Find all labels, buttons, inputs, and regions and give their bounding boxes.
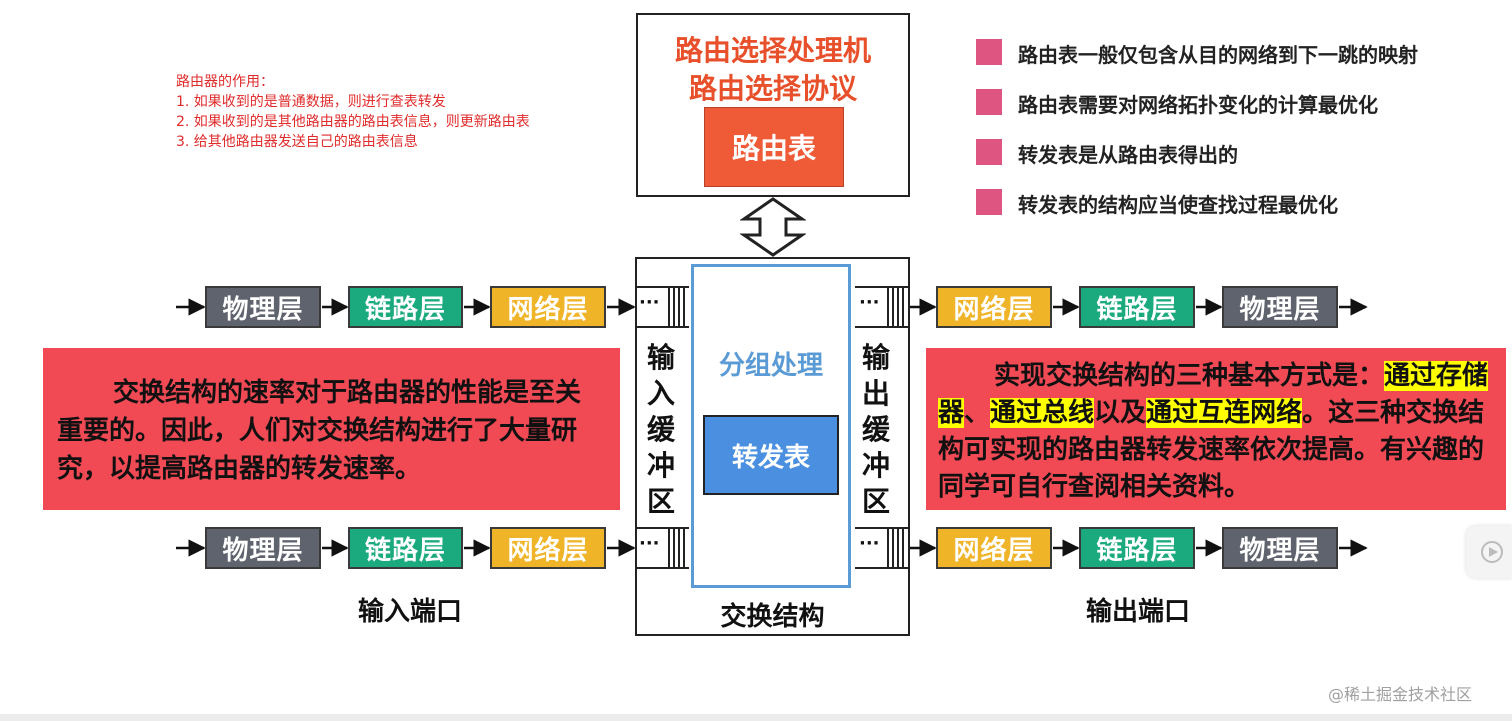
packet-processing-box: 分组处理 转发表 — [691, 264, 851, 588]
callout-text: 交换结构的速率对于路由器的性能是至关重要的。因此，人们对交换结构进行了大量研究，… — [57, 378, 582, 484]
packet-processing-label: 分组处理 — [718, 351, 823, 381]
router-functions-heading: 路由器的作用： — [176, 74, 274, 90]
output-link-layer-bottom: 链路层 — [1079, 527, 1195, 569]
queue-dots: ··· — [859, 533, 880, 554]
note-item: 路由表需要对网络拓扑变化的计算最优化 — [976, 86, 1476, 117]
input-network-layer-bottom: 网络层 — [490, 527, 606, 569]
callout-sep: 以及 — [1094, 398, 1147, 428]
queue-slots — [668, 288, 685, 326]
routing-processor-title: 路由选择处理机 — [674, 34, 871, 67]
queue-dots: ··· — [859, 292, 880, 313]
queue-slots — [668, 529, 685, 567]
input-buffer-queue-top: ··· — [637, 286, 689, 328]
bottom-strip — [0, 714, 1512, 721]
input-physical-layer-bottom: 物理层 — [205, 527, 321, 569]
callout-intro: 实现交换结构的三种基本方式是： — [994, 361, 1385, 391]
method-interconnect: 通过互连网络 — [1146, 398, 1303, 428]
input-port-label: 输入端口 — [357, 597, 462, 627]
output-buffer-queue-bottom: ··· — [855, 527, 908, 569]
input-network-layer-top: 网络层 — [490, 286, 606, 328]
router-functions: 路由器的作用： 1. 如果收到的是普通数据，则进行查表转发 2. 如果收到的是其… — [176, 72, 530, 152]
queue-dots: ··· — [639, 292, 660, 313]
output-physical-layer-top: 物理层 — [1222, 286, 1338, 328]
note-item: 转发表的结构应当使查找过程最优化 — [976, 186, 1476, 217]
router-function-item: 1. 如果收到的是普通数据，则进行查表转发 — [176, 94, 446, 110]
input-physical-layer-top: 物理层 — [205, 286, 321, 328]
routing-protocol-title: 路由选择协议 — [688, 72, 857, 105]
input-link-layer-bottom: 链路层 — [348, 527, 463, 569]
queue-slots — [887, 529, 904, 567]
queue-slots — [887, 288, 904, 326]
input-buffer-label: 输 入 缓 冲 区 — [646, 341, 675, 518]
output-port-label: 输出端口 — [1085, 597, 1190, 627]
output-link-layer-top: 链路层 — [1079, 286, 1195, 328]
method-bus: 通过总线 — [990, 398, 1095, 428]
note-bullet-icon — [976, 139, 1002, 165]
callout-rest: 。这三种交换结构可实现的路由器转发速率依次提高。有兴趣的同学可自行查阅相关资料。 — [938, 398, 1485, 502]
queue-dots: ··· — [639, 533, 660, 554]
play-icon — [1481, 541, 1503, 563]
output-buffer-label: 输 出 缓 冲 区 — [861, 341, 890, 518]
note-text: 路由表一般仅包含从目的网络到下一跳的映射 — [1018, 43, 1418, 67]
routing-processor-box: 路由选择处理机 路由选择协议 路由表 — [636, 13, 910, 197]
output-network-layer-bottom: 网络层 — [936, 527, 1052, 569]
note-bullet-icon — [976, 39, 1002, 65]
watermark: @稀土掘金技术社区 — [1328, 685, 1473, 704]
callout-sep: 、 — [964, 398, 991, 428]
callout-text: 实现交换结构的三种基本方式是：通过存储器、通过总线以及通过互连网络。这三种交换结… — [938, 358, 1498, 506]
router-function-item: 2. 如果收到的是其他路由器的路由表信息，则更新路由表 — [176, 114, 530, 130]
switch-fabric-label: 交换结构 — [720, 602, 825, 632]
bidirectional-arrow — [740, 197, 806, 257]
input-link-layer-top: 链路层 — [348, 286, 463, 328]
note-text: 转发表是从路由表得出的 — [1018, 143, 1238, 167]
note-text: 路由表需要对网络拓扑变化的计算最优化 — [1018, 93, 1378, 117]
output-buffer-queue-top: ··· — [855, 286, 908, 328]
note-bullet-icon — [976, 189, 1002, 215]
routing-table-box: 路由表 — [704, 107, 844, 187]
switch-fabric-rate-callout: 交换结构的速率对于路由器的性能是至关重要的。因此，人们对交换结构进行了大量研究，… — [43, 348, 620, 510]
output-network-layer-top: 网络层 — [936, 286, 1052, 328]
note-bullet-icon — [976, 89, 1002, 115]
output-physical-layer-bottom: 物理层 — [1222, 527, 1338, 569]
forwarding-table-box: 转发表 — [703, 415, 839, 495]
input-buffer-queue-bottom: ··· — [637, 527, 689, 569]
note-item: 路由表一般仅包含从目的网络到下一跳的映射 — [976, 36, 1476, 67]
note-item: 转发表是从路由表得出的 — [976, 136, 1476, 167]
play-button[interactable] — [1466, 526, 1512, 578]
router-function-item: 3. 给其他路由器发送自己的路由表信息 — [176, 134, 418, 150]
switch-fabric-box — [635, 257, 910, 636]
note-text: 转发表的结构应当使查找过程最优化 — [1018, 193, 1338, 217]
switch-methods-callout: 实现交换结构的三种基本方式是：通过存储器、通过总线以及通过互连网络。这三种交换结… — [926, 348, 1506, 510]
